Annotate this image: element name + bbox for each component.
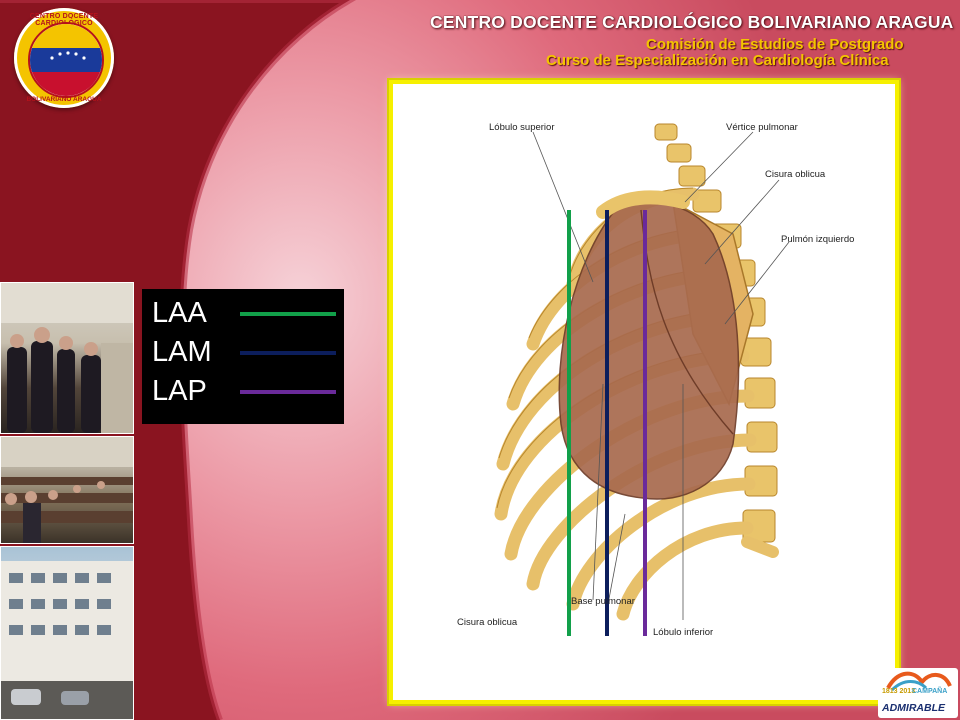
campana-admirable-badge: 1813 2013 CAMPAÑA ADMIRABLE (878, 668, 958, 718)
label-cisura-oblicua-top: Cisura oblicua (765, 169, 826, 180)
auditorium-photo (0, 436, 134, 544)
logo-emblem (28, 22, 104, 98)
label-base-pulmonar: Base pulmonar (571, 596, 635, 607)
course-subtitle: Curso de Especialización en Cardiología … (546, 52, 889, 69)
institution-title: CENTRO DOCENTE CARDIOLÓGICO BOLIVARIANO … (430, 12, 954, 32)
legend-row-lap: LAP (152, 373, 342, 409)
label-lobulo-superior: Lóbulo superior (489, 122, 555, 133)
legend-line-lam (240, 351, 336, 355)
legend-line-laa (240, 312, 336, 316)
logo-bottom-text: BOLIVARIANO ARAGUA (26, 96, 102, 103)
lobe-legend: LAA LAM LAP (142, 289, 344, 424)
label-cisura-oblicua-bottom: Cisura oblicua (457, 617, 518, 628)
badge-campaign: CAMPAÑA (912, 688, 948, 695)
badge-years: 1813 2013 (882, 688, 916, 695)
label-vertice-pulmonar: Vértice pulmonar (726, 122, 798, 133)
venezuela-flag-heart-icon (30, 24, 102, 96)
label-lobulo-inferior: Lóbulo inferior (653, 627, 714, 638)
label-pulmon-izquierdo: Pulmón izquierdo (781, 234, 855, 245)
anatomy-illustration-frame: Lóbulo superior Vértice pulmonar Cisura … (393, 84, 895, 700)
building-photo (0, 546, 134, 720)
commission-subtitle: Comisión de Estudios de Postgrado (646, 36, 904, 53)
legend-row-laa: LAA (152, 295, 342, 331)
badge-name: ADMIRABLE (882, 702, 945, 714)
legend-label-laa: LAA (152, 297, 207, 329)
institution-logo: CENTRO DOCENTE CARDIOLÓGICO BOLIVARIANO … (14, 8, 114, 108)
lung-anatomy-illustration (494, 123, 790, 636)
legend-label-lam: LAM (152, 336, 212, 368)
graduation-photo (0, 282, 134, 434)
campaign-logo-icon (886, 671, 952, 692)
legend-line-lap (240, 390, 336, 394)
legend-row-lam: LAM (152, 334, 342, 370)
legend-label-lap: LAP (152, 375, 207, 407)
